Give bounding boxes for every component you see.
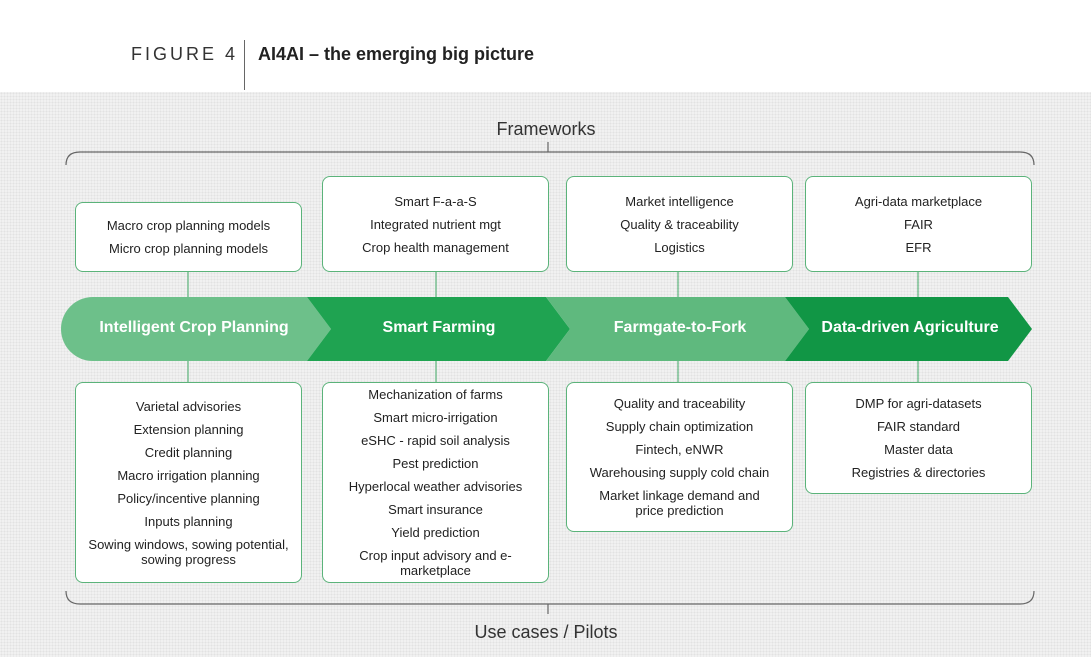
usecase-item: Yield prediction	[391, 525, 480, 540]
usecase-item: FAIR standard	[876, 419, 961, 434]
stage-chevron-intelligent-crop-planning	[61, 297, 331, 361]
figure-title: AI4AI – the emerging big picture	[258, 44, 535, 64]
usecase-item: Smart insurance	[388, 502, 483, 517]
usecase-item: Varietal advisories	[135, 398, 242, 414]
usecase-item: Macro irrigation planning	[117, 467, 260, 483]
framework-item: Integrated nutrient mgt	[370, 216, 501, 232]
figure-label: FIGURE 4	[131, 44, 239, 64]
framework-item: Logistics	[654, 239, 705, 255]
stage-label-farmgate-to-fork: Farmgate-to-Fork	[613, 319, 747, 336]
stage-chevron-smart-farming	[307, 297, 570, 361]
figure-header: FIGURE 4 AI4AI – the emerging big pictur…	[0, 0, 1091, 92]
usecase-item: Quality and traceability	[613, 396, 746, 411]
framework-item: Micro crop planning models	[109, 241, 268, 256]
stage-chevron-farmgate-to-fork	[546, 297, 809, 361]
framework-box-farmgate-to-fork: Market intelligence Quality & traceabili…	[566, 176, 793, 272]
framework-item: FAIR	[904, 216, 933, 232]
usecase-item: Warehousing supply cold chain	[589, 465, 770, 480]
framework-box-data-driven-agriculture: Agri-data marketplace FAIR EFR	[805, 176, 1032, 272]
stage-chevron-data-driven-agriculture	[785, 297, 1032, 361]
usecase-item: Pest prediction	[392, 456, 479, 471]
framework-item: Market intelligence	[625, 193, 734, 209]
framework-item: EFR	[905, 239, 932, 255]
usecase-box-data-driven-agriculture: DMP for agri-datasets FAIR standard Mast…	[805, 382, 1032, 494]
usecase-item: Fintech, eNWR	[635, 442, 724, 457]
usecase-item: Smart micro-irrigation	[373, 410, 498, 425]
usecase-item: Registries & directories	[851, 465, 986, 480]
usecase-item: Hyperlocal weather advisories	[348, 479, 523, 494]
framework-item: Agri-data marketplace	[854, 193, 983, 209]
usecase-item: eSHC - rapid soil analysis	[361, 433, 510, 448]
usecase-box-smart-farming: Mechanization of farms Smart micro-irrig…	[322, 382, 549, 583]
stage-label-intelligent-crop-planning: Intelligent Crop Planning	[99, 319, 289, 336]
stage-label-data-driven-agriculture: Data-driven Agriculture	[821, 319, 999, 336]
usecase-item: DMP for agri-datasets	[855, 396, 982, 411]
usecases-bracket	[65, 590, 1035, 605]
framework-item: Quality & traceability	[620, 216, 739, 232]
frameworks-bracket	[65, 151, 1035, 166]
framework-box-smart-farming: Smart F-a-a-S Integrated nutrient mgt Cr…	[322, 176, 549, 272]
framework-item: Smart F-a-a-S	[394, 193, 477, 209]
usecase-item: Crop input advisory and e-marketplace	[359, 548, 512, 578]
usecase-box-farmgate-to-fork: Quality and traceability Supply chain op…	[566, 382, 793, 532]
usecase-item: Sowing windows, sowing potential, sowing…	[88, 536, 289, 567]
framework-item: Crop health management	[362, 239, 509, 255]
usecase-item: Master data	[884, 442, 953, 457]
framework-item: Macro crop planning models	[106, 218, 271, 233]
framework-box-intelligent-crop-planning: Macro crop planning models Micro crop pl…	[75, 202, 302, 272]
usecase-item: Credit planning	[144, 444, 233, 460]
usecase-item: Policy/incentive planning	[117, 490, 260, 506]
usecase-item: Supply chain optimization	[605, 419, 754, 434]
frameworks-label: Frameworks	[496, 119, 596, 139]
usecase-item: Inputs planning	[144, 513, 233, 529]
usecases-label: Use cases / Pilots	[474, 622, 618, 642]
usecase-item: Extension planning	[133, 421, 244, 437]
title-divider	[244, 40, 245, 90]
usecase-item: Market linkage demand and price predicti…	[599, 488, 760, 518]
usecase-box-intelligent-crop-planning: Varietal advisories Extension planning C…	[75, 382, 302, 583]
usecase-item: Mechanization of farms	[368, 387, 503, 402]
stage-label-smart-farming: Smart Farming	[382, 319, 496, 336]
